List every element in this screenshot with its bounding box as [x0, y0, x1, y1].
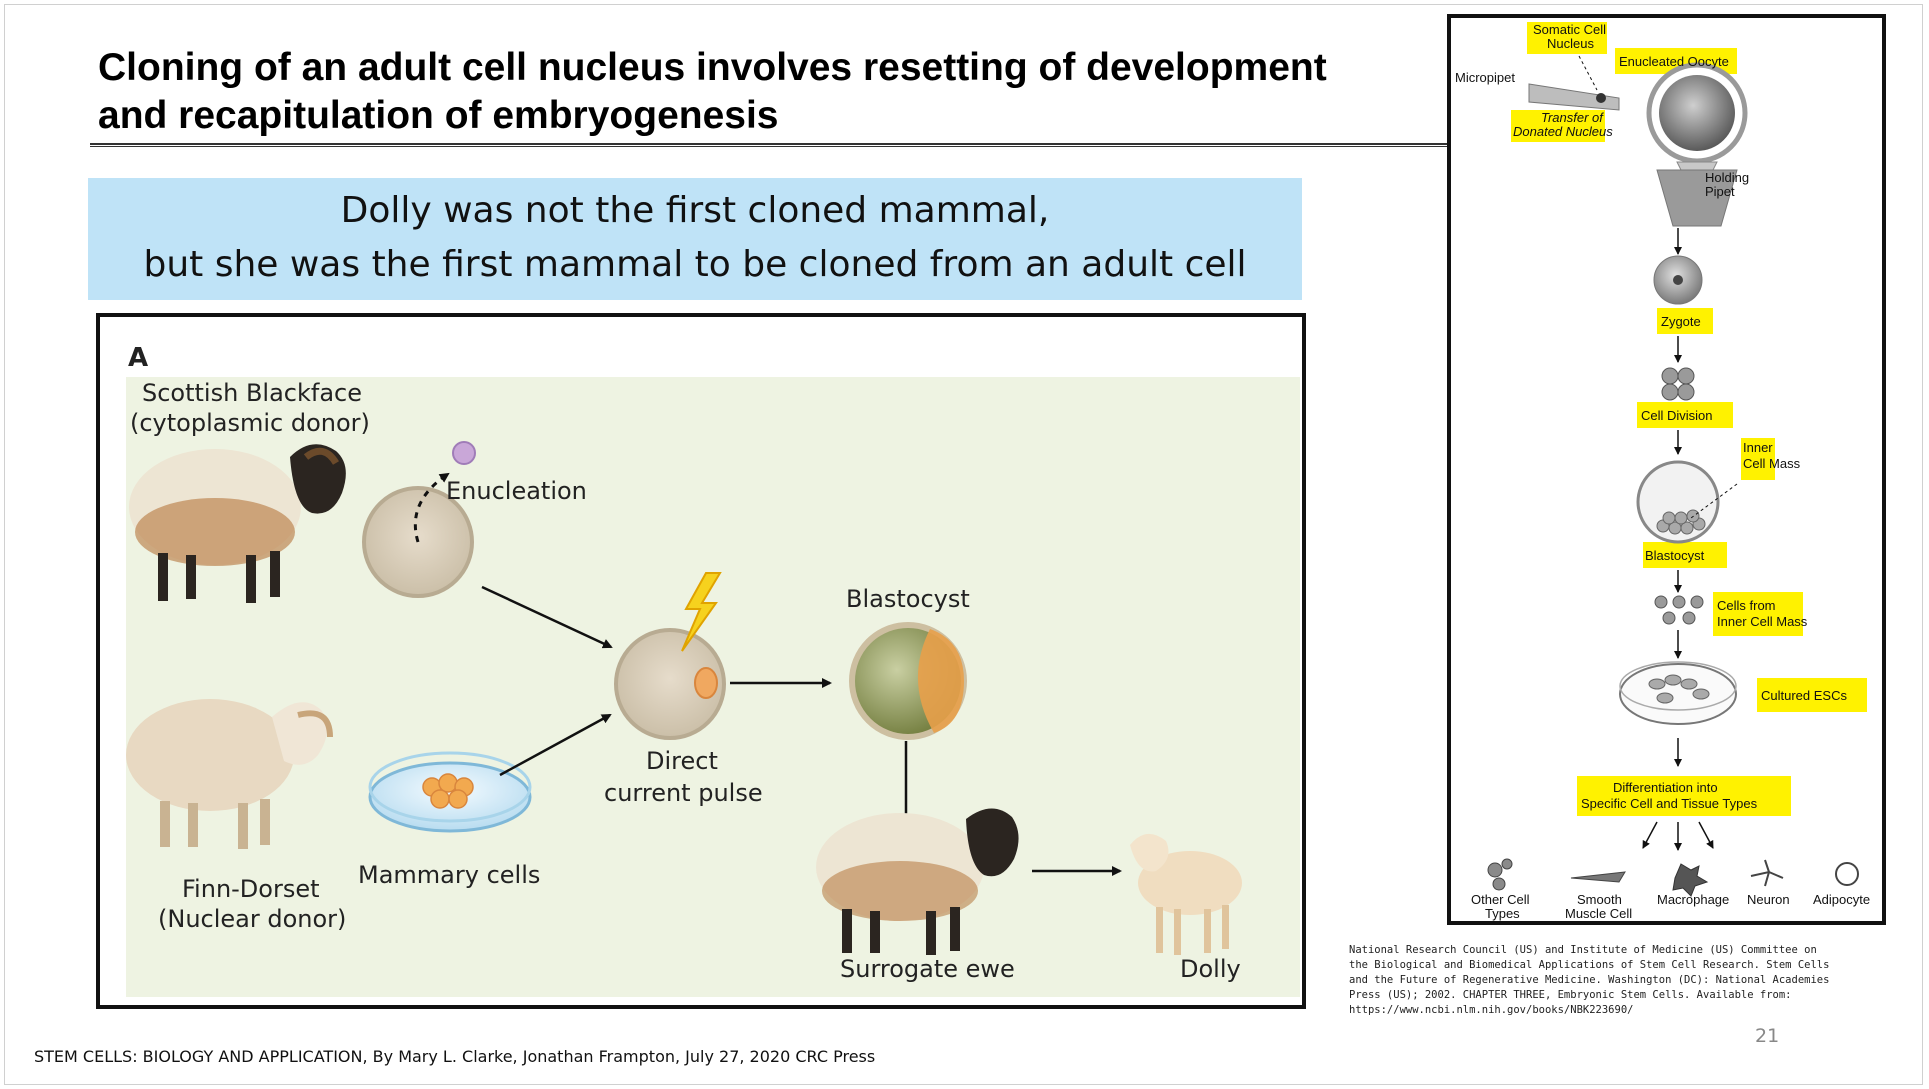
- zygote-nucleus-icon: [1673, 275, 1683, 285]
- adipocyte-label: Adipocyte: [1813, 892, 1870, 907]
- dolly-cloning-diagram: A Scottish Blackface (cytoplasmic donor)…: [126, 343, 1300, 997]
- blastocyst-label: Blastocyst: [846, 585, 970, 613]
- surrogate-ewe-icon: [816, 808, 1019, 955]
- donor-nucleus-icon: [694, 667, 718, 699]
- dolly-lamb-icon: [1130, 833, 1242, 955]
- transfer-label-line2: Donated Nucleus: [1513, 124, 1613, 139]
- arrow-egg-to-fusion: [481, 585, 613, 649]
- icm-label-line1: Inner: [1743, 440, 1773, 455]
- holding-pipet-tip: [1676, 161, 1718, 171]
- dolly-label: Dolly: [1180, 955, 1241, 983]
- enucleation-arrow: [413, 472, 450, 543]
- holding-pipet-icon: [1656, 169, 1738, 227]
- smooth-label-line1: Smooth: [1577, 892, 1622, 907]
- adipocyte-icon: [1835, 862, 1859, 886]
- somatic-label-line1: Somatic Cell: [1533, 22, 1606, 37]
- arrow-dish-to-fusion: [499, 713, 612, 777]
- pulse-label-line1: Direct: [646, 747, 718, 775]
- blackface-sheep-icon: [129, 444, 346, 603]
- panel-letter: A: [128, 343, 148, 373]
- cultured-label: Cultured ESCs: [1761, 688, 1847, 703]
- donor1-label-line1: Scottish Blackface: [142, 379, 362, 407]
- surrogate-label: Surrogate ewe: [840, 955, 1015, 983]
- diff-label-line2: Specific Cell and Tissue Types: [1581, 796, 1758, 811]
- inner-cell-mass-icon: [1656, 509, 1706, 535]
- cell-division-icon: [1661, 367, 1695, 401]
- reference-line-1: National Research Council (US) and Insti…: [1349, 944, 1817, 956]
- callout-line-2: but she was the first mammal to be clone…: [143, 244, 1247, 285]
- micropipet-icon: [1528, 83, 1620, 111]
- neuron-label: Neuron: [1747, 892, 1790, 907]
- petri-dish-icon: [368, 751, 532, 833]
- enucleation-label: Enucleation: [446, 477, 587, 505]
- finn-dorset-sheep-icon: [126, 699, 333, 849]
- smooth-muscle-cell-icon: [1570, 871, 1626, 883]
- other-label-line2: Types: [1485, 906, 1520, 921]
- micropipet-label: Micropipet: [1455, 70, 1515, 85]
- nucleus-icon: [452, 441, 476, 465]
- pulse-label-line2: current pulse: [604, 779, 763, 807]
- somatic-label-line2: Nucleus: [1547, 36, 1594, 51]
- title-line-1: Cloning of an adult cell nucleus involve…: [98, 46, 1327, 89]
- arrow-diff-left: [1642, 821, 1658, 849]
- icm-label-line2: Cell Mass: [1743, 456, 1801, 471]
- callout-box: Dolly was not the first cloned mammal, b…: [88, 178, 1302, 300]
- reference-line-5: https://www.ncbi.nlm.nih.gov/books/NBK22…: [1349, 1004, 1634, 1016]
- enucleated-oocyte-icon: [1659, 75, 1735, 151]
- nucleus-pointer: [1578, 55, 1598, 91]
- transfer-label-line1: Transfer of: [1541, 110, 1604, 125]
- other-cell-types-icon: [1487, 858, 1513, 891]
- title-line-2: and recapitulation of embryogenesis: [98, 94, 779, 137]
- dolly-cloning-figure: A Scottish Blackface (cytoplasmic donor)…: [96, 313, 1306, 1009]
- footer-citation: STEM CELLS: BIOLOGY AND APPLICATION, By …: [34, 1047, 876, 1066]
- esc-derivation-figure: Somatic Cell Nucleus Enucleated Oocyte M…: [1447, 14, 1886, 925]
- smooth-label-line2: Muscle Cell: [1565, 906, 1632, 921]
- holding-label-line1: Holding: [1705, 170, 1749, 185]
- neuron-icon: [1750, 859, 1784, 887]
- mammary-label: Mammary cells: [358, 861, 540, 889]
- cells-label-line2: Inner Cell Mass: [1717, 614, 1808, 629]
- reference-line-3: and the Future of Regenerative Medicine.…: [1349, 974, 1830, 986]
- zygote-label: Zygote: [1661, 314, 1701, 329]
- reference-line-4: Press (US); 2002. CHAPTER THREE, Embryon…: [1349, 989, 1792, 1001]
- macrophage-label: Macrophage: [1657, 892, 1729, 907]
- lightning-icon: [681, 572, 722, 652]
- donor-nucleus-icon: [1596, 93, 1606, 103]
- donor2-label-line2: (Nuclear donor): [158, 905, 346, 933]
- page-number: 21: [1755, 1025, 1780, 1047]
- donor2-label-line1: Finn-Dorset: [182, 875, 320, 903]
- arrow-diff-right: [1698, 821, 1714, 849]
- culture-dish-icon: [1619, 661, 1737, 725]
- holding-label-line2: Pipet: [1705, 184, 1735, 199]
- inner-cell-mass-icon: [917, 629, 964, 733]
- cell-division-label: Cell Division: [1641, 408, 1713, 423]
- reference-line-2: the Biological and Biomedical Applicatio…: [1349, 959, 1830, 971]
- donor1-label-line2: (cytoplasmic donor): [130, 409, 370, 437]
- icm-cells-icon: [1654, 595, 1704, 625]
- diff-label-line1: Differentiation into: [1613, 780, 1718, 795]
- esc-derivation-diagram: Somatic Cell Nucleus Enucleated Oocyte M…: [1455, 22, 1870, 921]
- macrophage-icon: [1672, 863, 1709, 897]
- fused-egg-icon: [614, 628, 726, 740]
- enucleated-label: Enucleated Oocyte: [1619, 54, 1729, 69]
- slide-frame: [4, 4, 1923, 1085]
- cells-label-line1: Cells from: [1717, 598, 1776, 613]
- callout-line-1: Dolly was not the first cloned mammal,: [340, 190, 1050, 231]
- other-label-line1: Other Cell: [1471, 892, 1530, 907]
- blastocyst-label: Blastocyst: [1645, 548, 1705, 563]
- title-divider: [90, 143, 1450, 147]
- slide-title: Cloning of an adult cell nucleus involve…: [98, 44, 1398, 140]
- reference-citation: National Research Council (US) and Insti…: [1349, 943, 1904, 1018]
